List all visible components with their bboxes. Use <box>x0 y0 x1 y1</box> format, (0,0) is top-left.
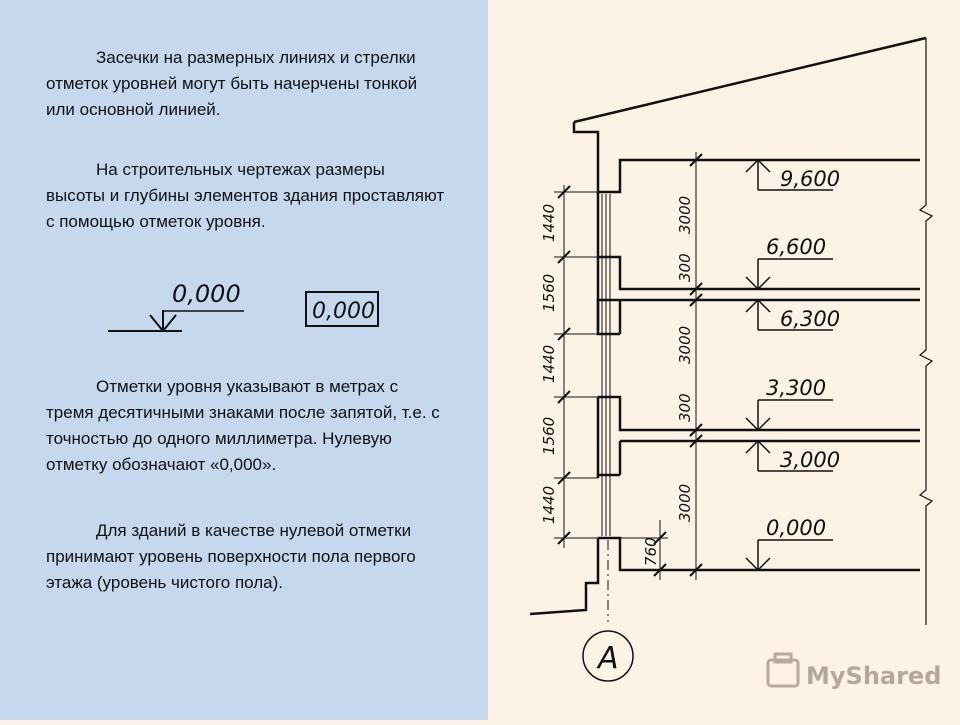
dim-label: 3000 <box>676 326 694 364</box>
axis-label: А <box>596 641 619 676</box>
level-mark-arrow-example: 0,000 <box>108 280 244 332</box>
level-label: 6,600 <box>766 235 826 259</box>
level-mark-examples: 0,000 0,000 <box>108 280 379 332</box>
base-dim-label: 760 <box>642 537 660 566</box>
building-section-drawing: 9,600 6,600 6,300 3,300 3,000 0,000 1440… <box>529 36 941 690</box>
level-label: 3,000 <box>780 448 840 472</box>
dim-label: 1560 <box>540 417 558 455</box>
dim-label: 3000 <box>676 196 694 234</box>
level-label: 6,300 <box>780 307 840 331</box>
level-mark-boxed-example: 0,000 <box>305 291 379 327</box>
dim-label: 1440 <box>540 345 558 383</box>
dim-label: 1560 <box>540 274 558 312</box>
boxed-mark-value: 0,000 <box>312 299 375 324</box>
dim-label: 3000 <box>676 484 694 522</box>
level-label: 0,000 <box>766 516 826 540</box>
paragraph-zero-level: Для зданий в качестве нулевой отметки пр… <box>46 521 416 592</box>
dim-label: 1440 <box>540 204 558 242</box>
dim-label: 300 <box>676 393 694 422</box>
watermark-text: MyShared <box>806 662 941 690</box>
watermark: MyShared <box>766 652 941 690</box>
paragraph-precision: Отметки уровня указывают в метрах с трем… <box>46 377 440 474</box>
level-label: 3,300 <box>766 376 826 400</box>
section-drawing-panel: 9,600 6,600 6,300 3,300 3,000 0,000 1440… <box>488 0 960 720</box>
level-marks <box>745 158 833 572</box>
paragraph-level-marks-purpose: На строительных чертежах размеры высоты … <box>46 160 445 231</box>
level-label: 9,600 <box>780 167 840 191</box>
dim-label: 300 <box>676 253 694 282</box>
paragraph-serifs: Засечки на размерных линиях и стрелки от… <box>46 48 418 119</box>
arrow-mark-value: 0,000 <box>172 280 241 308</box>
dim-label: 1440 <box>540 486 558 524</box>
left-panel: Засечки на размерных линиях и стрелки от… <box>0 0 488 720</box>
axis-marker: А <box>582 630 634 682</box>
